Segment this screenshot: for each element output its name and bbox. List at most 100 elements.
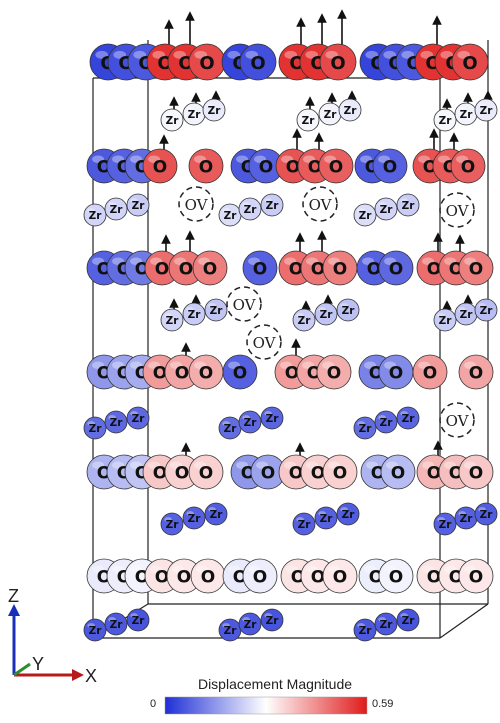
oxygen-label: O <box>327 363 341 383</box>
oxygen-atom: O <box>188 454 224 490</box>
zirconium-atom: Zr <box>83 416 107 440</box>
zirconium-atom: Zr <box>336 502 360 526</box>
zirconium-label: Zr <box>402 615 416 627</box>
coordinate-axes: Z Y X <box>8 586 97 686</box>
oxygen-atom: O <box>372 148 408 184</box>
vacancy-label: OV <box>233 296 257 314</box>
oxygen-label: O <box>427 463 441 483</box>
oxygen-atom: O <box>322 250 358 286</box>
zirconium-label: Zr <box>210 305 224 317</box>
oxygen-label: O <box>427 567 441 587</box>
zirconium-label: Zr <box>439 115 453 127</box>
zirconium-atom: Zr <box>218 203 242 227</box>
zirconium-atom: Zr <box>374 197 398 221</box>
zirconium-atom: Zr <box>202 98 226 122</box>
zirconium-label: Zr <box>480 509 494 521</box>
zirconium-label: Zr <box>359 210 373 222</box>
oxygen-atom: O <box>458 558 494 594</box>
oxygen-atom: O <box>458 250 494 286</box>
axis-label-y: Y <box>32 654 44 674</box>
oxygen-atom: O <box>192 250 228 286</box>
zirconium-atom: Zr <box>474 298 498 322</box>
oxygen-atom: O <box>222 354 258 390</box>
zirconium-atom: Zr <box>396 608 420 632</box>
oxygen-atom: O <box>188 148 224 184</box>
zirconium-label: Zr <box>132 615 146 627</box>
zirconium-atom: Zr <box>260 406 284 430</box>
zirconium-label: Zr <box>89 625 103 637</box>
zirconium-label: Zr <box>89 210 103 222</box>
zirconium-label: Zr <box>402 200 416 212</box>
oxygen-label: O <box>155 567 169 587</box>
zirconium-label: Zr <box>298 519 312 531</box>
oxygen-atom: O <box>451 43 489 81</box>
oxygen-label: O <box>199 463 213 483</box>
oxygen-vacancy: OV <box>439 192 475 228</box>
zirconium-label: Zr <box>224 625 238 637</box>
oxygen-atom: O <box>164 454 200 490</box>
zirconium-label: Zr <box>344 105 358 117</box>
zirconium-atom: Zr <box>218 416 242 440</box>
oxygen-atom: O <box>142 148 178 184</box>
zirconium-label: Zr <box>244 204 258 216</box>
zirconium-label: Zr <box>439 519 453 531</box>
zirconium-label: Zr <box>320 513 334 525</box>
oxygen-label: O <box>199 363 213 383</box>
zirconium-label: Zr <box>359 423 373 435</box>
zirconium-label: Zr <box>110 204 124 216</box>
zirconium-label: Zr <box>266 615 280 627</box>
oxygen-label: O <box>462 53 477 74</box>
oxygen-label: O <box>311 259 325 279</box>
oxygen-atom: O <box>168 250 204 286</box>
oxygen-atom: O <box>458 354 494 390</box>
oxygen-label: O <box>153 363 167 383</box>
axis-label-x: X <box>85 666 97 686</box>
oxygen-label: O <box>155 259 169 279</box>
oxygen-atom: O <box>378 558 414 594</box>
cell-box <box>92 40 489 639</box>
oxygen-label: O <box>259 157 273 177</box>
zirconium-atom: Zr <box>292 512 316 536</box>
zirconium-label: Zr <box>188 109 202 121</box>
oxygen-atom: O <box>242 558 278 594</box>
zirconium-atom: Zr <box>433 512 457 536</box>
oxygen-label: O <box>333 463 347 483</box>
oxygen-label: O <box>203 259 217 279</box>
oxygen-label: O <box>330 53 345 74</box>
zirconium-label: Zr <box>298 315 312 327</box>
zirconium-atom: Zr <box>104 197 128 221</box>
zirconium-atom: Zr <box>454 102 478 126</box>
oxygen-label: O <box>389 567 403 587</box>
oxygen-label: O <box>308 157 322 177</box>
oxygen-atom: O <box>378 250 414 286</box>
oxygen-vacancy: OV <box>226 286 262 322</box>
zirconium-atom: Zr <box>353 203 377 227</box>
zirconium-label: Zr <box>480 105 494 117</box>
oxygen-atom: O <box>188 43 226 81</box>
zirconium-label: Zr <box>188 513 202 525</box>
zirconium-atom: Zr <box>396 193 420 217</box>
zirconium-label: Zr <box>380 204 394 216</box>
zirconium-atom: Zr <box>318 102 342 126</box>
oxygen-label: O <box>250 53 265 74</box>
oxygen-atom: O <box>322 558 358 594</box>
zirconium-label: Zr <box>244 417 258 429</box>
zirconium-atom: Zr <box>182 102 206 126</box>
oxygen-label: O <box>329 157 343 177</box>
vacancy-label: OV <box>309 196 333 214</box>
oxygen-label: O <box>253 567 267 587</box>
oxygen-label: O <box>253 259 267 279</box>
zirconium-atom: Zr <box>292 308 316 332</box>
oxygen-atom: O <box>380 454 416 490</box>
oxygen-label: O <box>383 157 397 177</box>
zirconium-atom: Zr <box>83 203 107 227</box>
oxygen-label: O <box>199 157 213 177</box>
zirconium-label: Zr <box>460 309 474 321</box>
zirconium-atom: Zr <box>126 608 150 632</box>
oxygen-label: O <box>153 463 167 483</box>
zirconium-atom: Zr <box>104 410 128 434</box>
oxygen-atom: O <box>250 454 286 490</box>
oxygen-atom: O <box>190 558 226 594</box>
oxygen-atom: O <box>248 148 284 184</box>
oxygen-label: O <box>391 463 405 483</box>
